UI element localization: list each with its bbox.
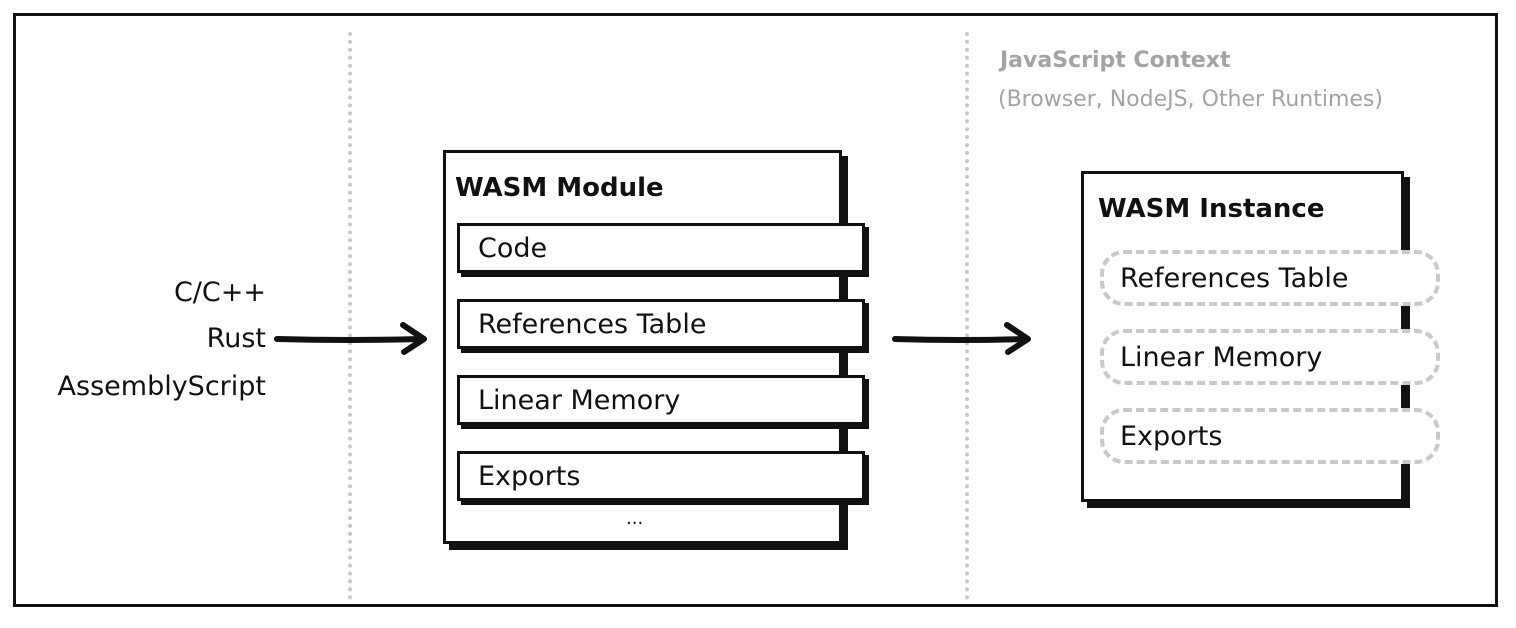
wasm-instance-title: WASM Instance [1098, 194, 1325, 224]
instance-item-references-table: References Table [1100, 250, 1440, 306]
language-cpp: C/C++ [173, 277, 266, 308]
module-item-linear-memory: Linear Memory [457, 375, 865, 425]
module-item-code: Code [457, 223, 865, 273]
divider-left [348, 32, 352, 600]
instance-item-exports: Exports [1100, 408, 1440, 464]
context-title: JavaScript Context [1000, 48, 1231, 73]
divider-right [965, 32, 969, 600]
module-more-ellipsis: ... [626, 508, 644, 529]
instance-item-linear-memory: Linear Memory [1100, 329, 1440, 385]
module-item-exports: Exports [457, 451, 865, 501]
language-assemblyscript: AssemblyScript [57, 371, 266, 402]
language-rust: Rust [206, 323, 266, 354]
module-item-references-table: References Table [457, 299, 865, 349]
wasm-module-title: WASM Module [455, 173, 664, 203]
context-subtitle: (Browser, NodeJS, Other Runtimes) [998, 87, 1383, 112]
